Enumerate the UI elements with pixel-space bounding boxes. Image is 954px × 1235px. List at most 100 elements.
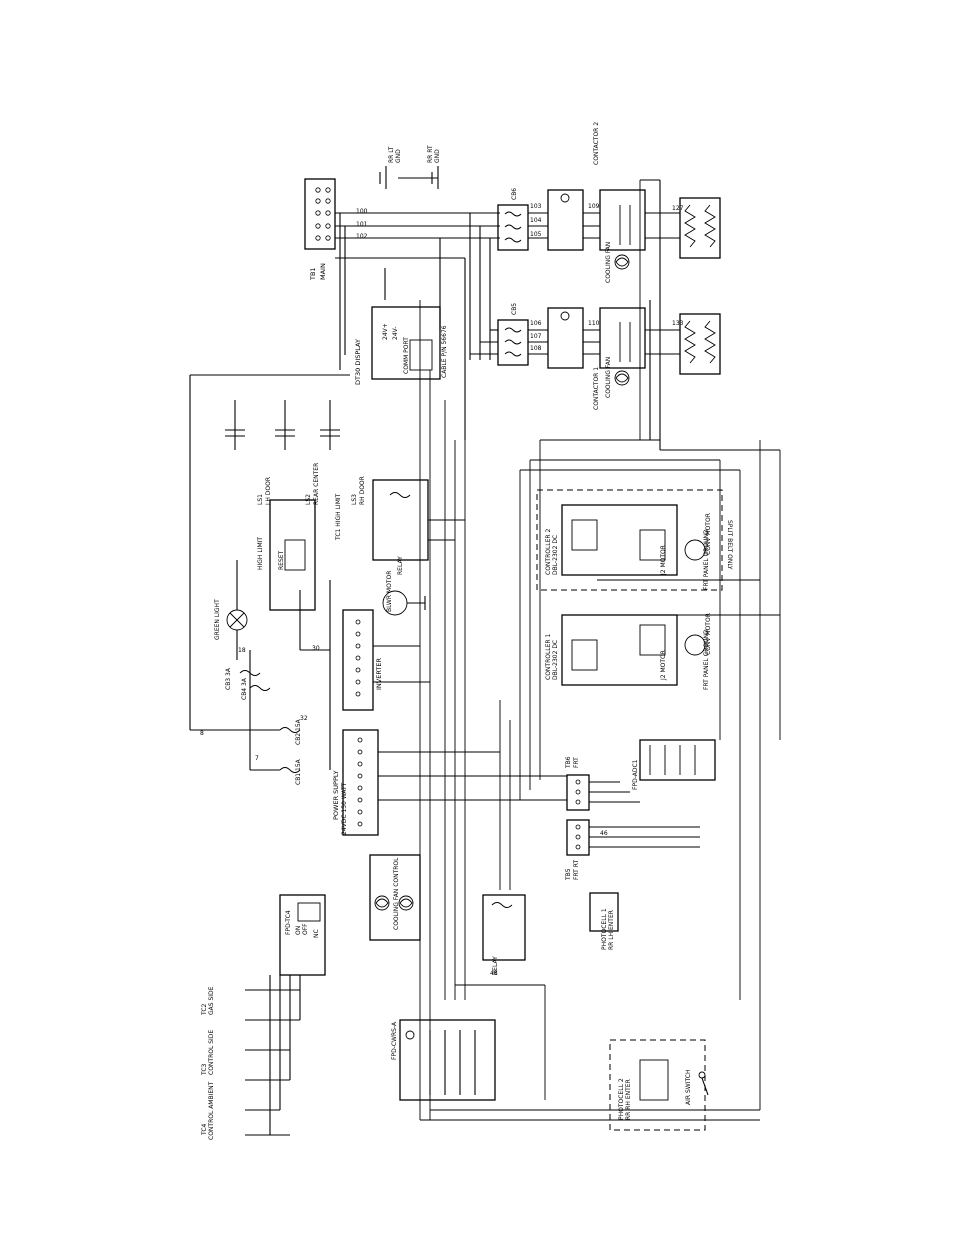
- left-control-wiring: [189, 375, 331, 771]
- green-light-label: GREEN LIGHT: [214, 599, 221, 640]
- wire-number: 100: [356, 208, 368, 215]
- fpd-adc1-label: FPD-ADC1: [632, 759, 639, 790]
- wire-number: 107: [530, 333, 542, 340]
- comm-port-label: COMM PORT: [403, 337, 410, 374]
- inverter-label: INVERTER: [375, 658, 383, 690]
- wire-number: 109: [588, 203, 600, 210]
- photocell-1: PHOTOCELL 1 RR LH ENTER: [589, 892, 619, 950]
- rr-lt-gnd: GND: [395, 149, 402, 163]
- tb6-label: TB6: [565, 756, 572, 769]
- cb6-label: CB6: [511, 188, 518, 200]
- relay-bottom-label: RELAY: [492, 956, 499, 975]
- fpd-tc4: FPD-TC4 ON OFF NC: [279, 894, 326, 976]
- tc3-label: TC3: [201, 1063, 208, 1076]
- cb4-label: CB4 3A: [241, 677, 248, 700]
- tb5-sublabel: FRT RT: [573, 860, 580, 880]
- inverter: INVERTER: [342, 609, 383, 711]
- tc4-on-label: ON: [295, 926, 302, 935]
- wire-number: 105: [530, 231, 542, 238]
- cb5-breaker: CB5: [497, 303, 529, 366]
- routing-wires: [373, 180, 781, 1121]
- power-supply-label: POWER SUPPLY: [332, 770, 340, 820]
- wire-number: 102: [356, 233, 368, 240]
- tb5-terminal: TB5 FRT RT: [565, 819, 590, 881]
- air-switch-label: AIR SWITCH: [685, 1070, 692, 1105]
- tc2-sublabel: GAS SIDE: [208, 986, 215, 1015]
- tc4-off-label: OFF: [302, 923, 309, 935]
- controller-2: CONTROLLER 2 DBL-2302 DC CONV MOTOR FRT …: [536, 489, 733, 591]
- wire-number: 46: [600, 830, 608, 837]
- tb1-label: TB1: [309, 267, 317, 281]
- j2-motor-1-label: J2 MOTOR: [660, 650, 667, 681]
- tc4-label: TC4: [201, 1123, 208, 1136]
- cb6-breaker: CB6: [497, 188, 529, 251]
- wire-number: 133: [672, 320, 684, 327]
- j2-motor-2-label: J2 MOTOR: [660, 545, 667, 576]
- tb6-terminal: TB6 FRT: [565, 756, 590, 811]
- blower-motor: BLWR MOTOR: [382, 571, 426, 616]
- fpd-tc4-label: FPD-TC4: [285, 910, 292, 935]
- wire-number: 101: [356, 221, 368, 228]
- frt-ground-2-label: FRT PANEL GROUND: [703, 529, 710, 590]
- wire-number: 8: [200, 730, 204, 737]
- contactor-2: CONTACTOR 2: [547, 122, 646, 251]
- cooling-fan-2: COOLING FAN: [605, 242, 630, 283]
- fpd-cwrs-a: FPD-CWRS-A: [391, 1019, 496, 1101]
- main-bus-wires: [335, 212, 500, 440]
- ls3-label: LS3: [351, 494, 358, 505]
- power-supply: POWER SUPPLY 24VDC 150 WATT: [332, 729, 379, 836]
- power-supply-sublabel: 24VDC 150 WATT: [341, 782, 348, 835]
- tc2-label: TC2: [201, 1003, 208, 1016]
- tc4-nc-label: NC: [313, 929, 320, 938]
- ls2-sublabel: REAR CENTER: [313, 463, 320, 505]
- cooling-fan-control-label: COOLING FAN CONTROL: [393, 857, 400, 930]
- tc4-sublabel: CONTROL AMBIENT: [208, 1081, 215, 1140]
- photocell2-label: PHOTOCELL 2: [618, 1078, 625, 1120]
- wire-number: 127: [672, 205, 684, 212]
- cooling-fan-1-label: COOLING FAN: [605, 357, 612, 398]
- photocell-2-air-switch: PHOTOCELL 2 RR RH ENTER AIR SWITCH: [609, 1039, 709, 1131]
- tb5-label: TB5: [565, 868, 572, 881]
- wire-number: 103: [530, 203, 542, 210]
- high-limit-label: HIGH LIMIT: [257, 537, 264, 570]
- fpd-cwrs-label: FPD-CWRS-A: [391, 1021, 398, 1060]
- wire-number-labels: 100 101 102 103 104 105 106 107 108 109 …: [200, 203, 684, 977]
- photocell1-label: PHOTOCELL 1: [601, 908, 608, 950]
- wire-number: 30: [312, 645, 320, 652]
- cb1-label: CB1 15A: [295, 758, 302, 785]
- wire-number: 32: [300, 715, 308, 722]
- rr-lt-label: RR LT: [388, 146, 395, 163]
- reset-label: RESET: [278, 550, 285, 570]
- wire-number: 108: [530, 345, 542, 352]
- photocell1-sublabel: RR LH ENTER: [608, 910, 615, 950]
- small-breakers: CB3 3A CB4 3A CB2 15A CB1 15A: [225, 667, 302, 785]
- thermocouples: TC2 GAS SIDE TC3 CONTROL SIDE TC4 CONTRO…: [201, 975, 301, 1140]
- controller1-label: CONTROLLER 1: [545, 633, 552, 680]
- fpd-adc1: FPD-ADC1: [632, 739, 716, 790]
- limit-switches: LS1 LH DOOR LS2 REAR CENTER LS3 RH DOOR: [190, 374, 366, 505]
- frt-ground-1-label: FRT PANEL GROUND: [703, 629, 710, 690]
- cooling-fan-2-label: COOLING FAN: [605, 242, 612, 283]
- wire-number: 7: [255, 755, 259, 762]
- contactor2-label: CONTACTOR 2: [593, 122, 600, 165]
- heater-elements-upper: [645, 197, 721, 259]
- conv-motor-1-label: CONV MOTOR: [705, 613, 712, 655]
- contactor1-label: CONTACTOR 1: [593, 367, 600, 410]
- blwr-motor-label: BLWR MOTOR: [386, 571, 393, 612]
- tc3-sublabel: CONTROL SIDE: [208, 1030, 215, 1075]
- split-belt-label: SPLIT BELT ONLY: [726, 520, 733, 570]
- rear-ground-markers: RR LT GND RR RT GND: [379, 145, 441, 189]
- cb5-label: CB5: [511, 303, 518, 315]
- heater-elements-lower: [645, 313, 721, 375]
- cooling-fan-control: COOLING FAN CONTROL: [369, 854, 421, 941]
- wire-number: 104: [530, 217, 542, 224]
- wire-number: 18: [238, 647, 246, 654]
- display-label: DT30 DISPLAY: [354, 339, 362, 385]
- photocell2-sublabel: RR RH ENTER: [625, 1079, 632, 1120]
- green-light: GREEN LIGHT: [214, 599, 248, 640]
- wire-number: 106: [530, 320, 542, 327]
- controller1-sublabel: DBL-2302 DC: [552, 640, 559, 680]
- high-limit-block: HIGH LIMIT TC1 HIGH LIMIT RESET: [257, 493, 342, 611]
- controller2-label: CONTROLLER 2: [545, 528, 552, 575]
